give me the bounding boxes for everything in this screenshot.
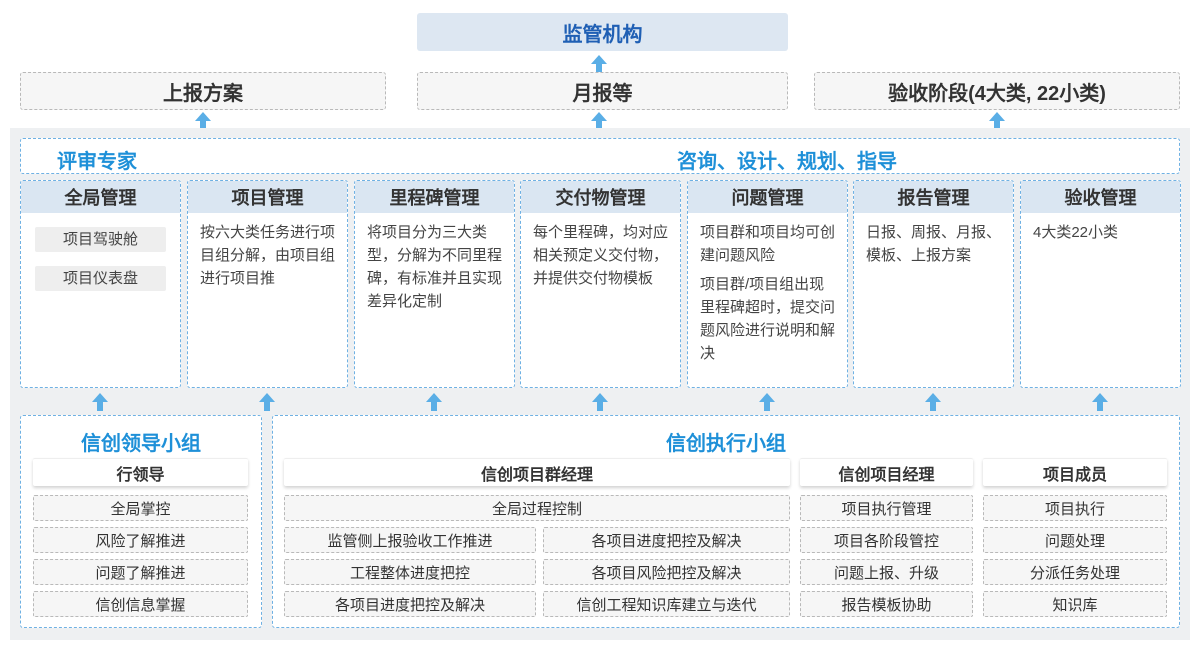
module-title: 全局管理 bbox=[21, 181, 180, 213]
exec-group-title: 信创执行小组 bbox=[666, 433, 786, 455]
lead-item: 问题了解推进 bbox=[33, 559, 248, 585]
module-title: 问题管理 bbox=[688, 181, 847, 213]
arrow-up-icon bbox=[1092, 393, 1108, 411]
consult-services-label: 咨询、设计、规划、指导 bbox=[677, 151, 897, 173]
module-title: 里程碑管理 bbox=[355, 181, 514, 213]
arrow-up-icon bbox=[92, 393, 108, 411]
arrow-up-icon bbox=[925, 393, 941, 411]
module-issue-management: 问题管理 项目群和项目均可创建问题风险 项目群/项目组出现里程碑超时，提交问题风… bbox=[687, 180, 848, 388]
module-description: 项目群/项目组出现里程碑超时，提交问题风险进行说明和解决 bbox=[700, 276, 836, 362]
module-project-management: 项目管理 按六大类任务进行项目组分解，由项目组进行项目推 bbox=[187, 180, 348, 388]
program-manager-item: 各项目进度把控及解决 bbox=[543, 527, 790, 553]
module-title: 项目管理 bbox=[188, 181, 347, 213]
monthly-report-box: 月报等 bbox=[417, 72, 788, 110]
module-title: 交付物管理 bbox=[521, 181, 680, 213]
module-acceptance-management: 验收管理 4大类22小类 bbox=[1020, 180, 1181, 388]
monthly-report-label: 月报等 bbox=[572, 82, 633, 105]
program-manager-item: 信创工程知识库建立与迭代 bbox=[543, 591, 790, 617]
acceptance-stage-box: 验收阶段(4大类, 22小类) bbox=[814, 72, 1180, 110]
members-header: 项目成员 bbox=[983, 458, 1167, 486]
module-report-management: 报告管理 日报、周报、月报、模板、上报方案 bbox=[853, 180, 1014, 388]
arrow-up-icon bbox=[591, 55, 607, 73]
project-manager-item: 项目各阶段管控 bbox=[800, 527, 973, 553]
acceptance-stage-label: 验收阶段(4大类, 22小类) bbox=[888, 82, 1106, 105]
lead-group-header: 行领导 bbox=[33, 458, 248, 486]
regulator-box: 监管机构 bbox=[417, 13, 788, 51]
module-title: 报告管理 bbox=[854, 181, 1013, 213]
module-milestone-management: 里程碑管理 将项目分为三大类型，分解为不同里程碑，有标准并且实现差异化定制 bbox=[354, 180, 515, 388]
arrow-up-icon bbox=[592, 393, 608, 411]
program-manager-item: 各项目风险把控及解决 bbox=[543, 559, 790, 585]
module-description: 项目群和项目均可创建问题风险 bbox=[700, 224, 836, 264]
project-cockpit-item: 项目驾驶舱 bbox=[35, 227, 166, 252]
arrow-up-icon bbox=[426, 393, 442, 411]
lead-item: 风险了解推进 bbox=[33, 527, 248, 553]
module-description: 4大类22小类 bbox=[1033, 224, 1119, 241]
project-manager-item: 项目执行管理 bbox=[800, 495, 973, 521]
program-manager-item: 全局过程控制 bbox=[284, 495, 790, 521]
member-item: 分派任务处理 bbox=[983, 559, 1167, 585]
module-global-management: 全局管理 项目驾驶舱 项目仪表盘 bbox=[20, 180, 181, 388]
arrow-up-icon bbox=[989, 112, 1005, 130]
project-manager-header: 信创项目经理 bbox=[800, 458, 973, 486]
member-item: 项目执行 bbox=[983, 495, 1167, 521]
program-manager-header: 信创项目群经理 bbox=[284, 458, 790, 486]
member-item: 知识库 bbox=[983, 591, 1167, 617]
report-plan-box: 上报方案 bbox=[20, 72, 386, 110]
program-manager-item: 监管侧上报验收工作推进 bbox=[284, 527, 536, 553]
module-deliverable-management: 交付物管理 每个里程碑，均对应相关预定义交付物，并提供交付物模板 bbox=[520, 180, 681, 388]
module-description: 每个里程碑，均对应相关预定义交付物，并提供交付物模板 bbox=[533, 224, 669, 287]
lead-item: 全局掌控 bbox=[33, 495, 248, 521]
arrow-up-icon bbox=[759, 393, 775, 411]
project-dashboard-item: 项目仪表盘 bbox=[35, 266, 166, 291]
module-description: 按六大类任务进行项目组分解，由项目组进行项目推 bbox=[200, 224, 336, 287]
program-manager-item: 工程整体进度把控 bbox=[284, 559, 536, 585]
review-experts-label: 评审专家 bbox=[57, 151, 137, 173]
lead-item: 信创信息掌握 bbox=[33, 591, 248, 617]
lead-group-title: 信创领导小组 bbox=[81, 433, 201, 455]
project-manager-item: 问题上报、升级 bbox=[800, 559, 973, 585]
module-title: 验收管理 bbox=[1021, 181, 1180, 213]
program-manager-item: 各项目进度把控及解决 bbox=[284, 591, 536, 617]
regulator-label: 监管机构 bbox=[562, 23, 643, 46]
module-description: 将项目分为三大类型，分解为不同里程碑，有标准并且实现差异化定制 bbox=[367, 224, 503, 310]
arrow-up-icon bbox=[259, 393, 275, 411]
member-item: 问题处理 bbox=[983, 527, 1167, 553]
arrow-up-icon bbox=[591, 112, 607, 130]
module-description: 日报、周报、月报、模板、上报方案 bbox=[866, 224, 1002, 264]
project-manager-item: 报告模板协助 bbox=[800, 591, 973, 617]
arrow-up-icon bbox=[195, 112, 211, 130]
consult-bar: 评审专家 咨询、设计、规划、指导 bbox=[20, 138, 1180, 174]
report-plan-label: 上报方案 bbox=[163, 82, 243, 105]
